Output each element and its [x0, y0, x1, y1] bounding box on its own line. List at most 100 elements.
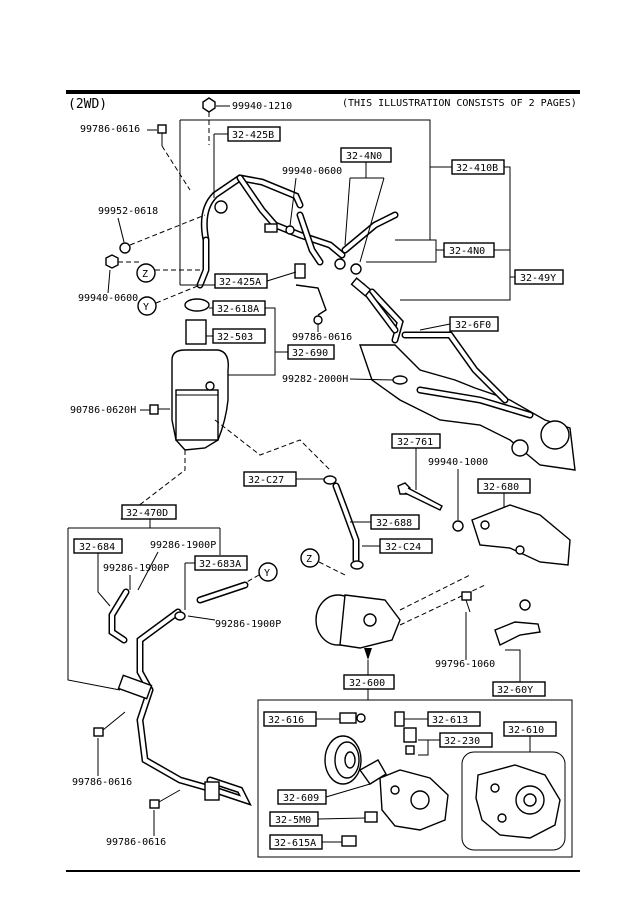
part-number: 99286-1900P [150, 540, 216, 551]
reservoir-cap-icon [184, 298, 210, 312]
bottom-rule [66, 870, 580, 872]
callout-label: 32-683A [199, 559, 241, 570]
part-number: 99786-0616 [106, 837, 166, 848]
marker-label: Y [264, 568, 270, 579]
part-number: 90786-0620H [70, 405, 136, 416]
callout-label: 32-4N0 [346, 151, 382, 162]
variant-label: (2WD) [68, 97, 107, 112]
callout-label: 32-684 [79, 542, 115, 553]
clamp-icon [323, 475, 337, 485]
long-bolt-icon [397, 482, 443, 511]
callout-label: 32-49Y [520, 273, 556, 284]
callout-label: 32-609 [283, 793, 319, 804]
bracket-icon [294, 263, 306, 279]
part-number: 99282-2000H [282, 374, 348, 385]
top-rule [66, 90, 580, 94]
marker-z [136, 263, 156, 283]
page-note: (THIS ILLUSTRATION CONSISTS OF 2 PAGES) [342, 98, 577, 109]
marker-y [258, 562, 278, 582]
nut-icon [356, 713, 366, 723]
callout-label: 32-503 [217, 332, 253, 343]
fitting-icon [394, 711, 405, 727]
clamp-icon [350, 560, 364, 570]
washer-icon [119, 242, 131, 254]
part-number: 99940-0600 [282, 166, 342, 177]
callout-label: 32-761 [397, 437, 433, 448]
callout-label: 32-5M0 [275, 815, 311, 826]
callout-label: 32-230 [444, 736, 480, 747]
clamp-icon [392, 375, 408, 385]
nut-icon [285, 225, 295, 235]
callout-label: 32-425B [232, 130, 274, 141]
strainer-icon [185, 319, 207, 345]
marker-y [137, 296, 157, 316]
steering-gear-icon [359, 331, 576, 471]
callout-box [343, 674, 395, 690]
reservoir-icon [171, 349, 229, 451]
callout-label: 32-688 [376, 518, 412, 529]
part-number: 99786-0616 [292, 332, 352, 343]
part-number: 99952-0618 [98, 206, 158, 217]
part-number: 99940-1000 [428, 457, 488, 468]
callout-label: 32-C27 [248, 475, 284, 486]
group-frame-425b [180, 119, 431, 240]
pulley-icon [324, 735, 362, 785]
nut-icon [452, 520, 464, 532]
callout-label: 32-600 [349, 678, 385, 689]
pump-assembly-icon [358, 759, 449, 831]
part-number: 99796-1060 [435, 659, 495, 670]
callout-box [492, 681, 546, 697]
bolt-icon [461, 591, 472, 613]
pump-icon [315, 594, 401, 660]
bracket-icon [295, 284, 327, 316]
callout-label: 32-C24 [385, 542, 421, 553]
bolt-icon [519, 599, 531, 611]
callout-label: 32-6F0 [455, 320, 491, 331]
part-number: 99786-0616 [72, 777, 132, 788]
callout-label: 32-616 [268, 715, 304, 726]
marker-z [300, 548, 320, 568]
callout-box [121, 504, 177, 520]
callout-label: 32-610 [508, 725, 544, 736]
pump-breakdown-frame [257, 699, 573, 858]
valve-icon [403, 727, 417, 743]
fitting-icon [350, 277, 372, 297]
pump-body-icon [475, 764, 561, 839]
bolt-icon [313, 315, 323, 325]
bolt-icon [341, 835, 357, 847]
clamp-icon [174, 611, 186, 621]
callout-label: 32-60Y [497, 685, 533, 696]
marker-label: Z [306, 554, 312, 565]
return-hose-icon [108, 581, 252, 806]
part-number: 99786-0616 [80, 124, 140, 135]
marker-label: Z [142, 269, 148, 280]
bolt-icon [202, 97, 216, 145]
clamp-icon [334, 258, 346, 270]
part-number: 99940-0600 [78, 293, 138, 304]
part-number: 99286-1900P [215, 619, 281, 630]
callout-label: 32-425A [219, 277, 261, 288]
bolt-icon [157, 124, 191, 191]
callout-label: 32-410B [456, 163, 498, 174]
callout-label: 32-690 [292, 348, 328, 359]
callout-label: 32-680 [483, 482, 519, 493]
part-number: 99286-1900P [103, 563, 169, 574]
pump-inset-frame [461, 751, 566, 851]
bolt-icon [93, 711, 126, 737]
part-number: 99940-1210 [232, 101, 292, 112]
callout-label: 32-4N0 [449, 246, 485, 257]
callout-label: 32-615A [274, 838, 316, 849]
callout-label: 32-618A [217, 304, 259, 315]
pump-bracket-icon [471, 504, 571, 566]
seal-kit-icon [364, 811, 378, 823]
marker-label: Y [143, 302, 149, 313]
bracket-icon [494, 621, 541, 646]
callout-label: 32-470D [126, 508, 168, 519]
callout-label: 32-613 [432, 715, 468, 726]
bolt-icon [149, 404, 170, 415]
fitting-icon [264, 223, 278, 233]
hose-clamp-icon [214, 200, 228, 214]
clamp-icon [350, 263, 362, 275]
nut-icon [105, 254, 119, 269]
